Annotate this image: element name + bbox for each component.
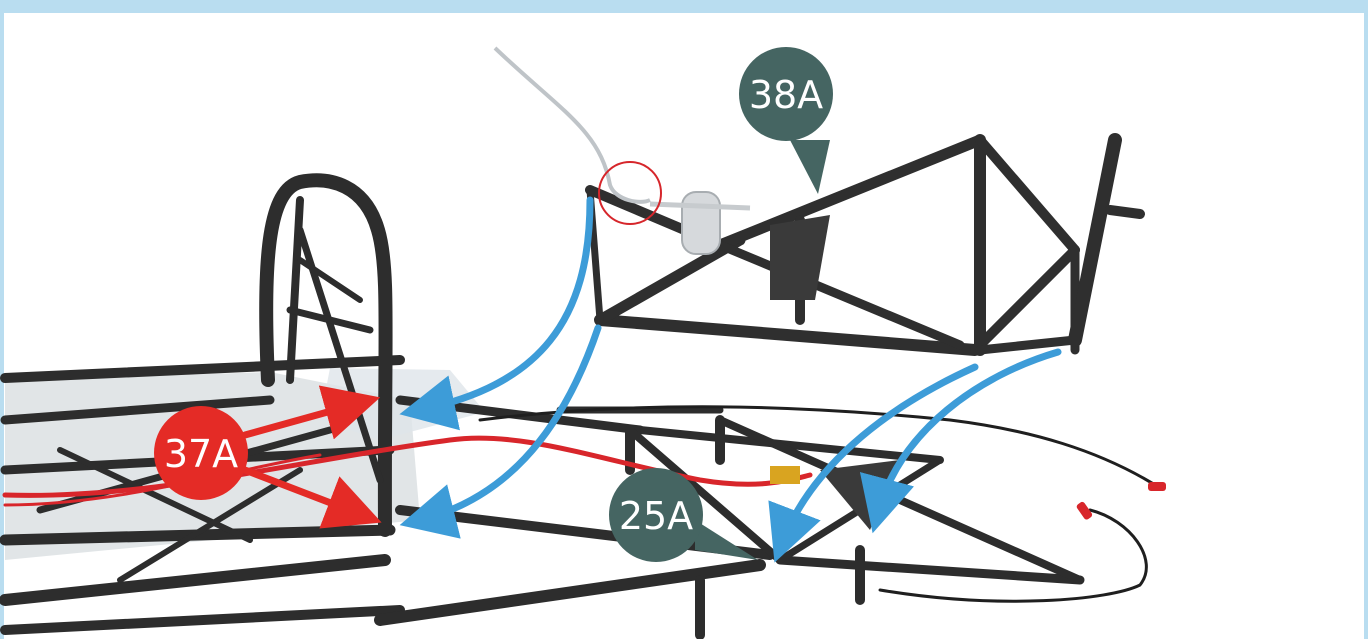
chassis-frame <box>5 180 1080 635</box>
callout-25a-pointer <box>695 520 758 560</box>
arrow-38a-to-rear-post <box>878 352 1058 513</box>
reservoir <box>682 192 720 254</box>
reservoir-bracket <box>650 204 750 208</box>
callout-37a: 37A <box>154 406 248 500</box>
callout-38a: 38A <box>739 47 833 194</box>
red-connector-icon <box>1148 482 1166 491</box>
brake-line <box>495 48 650 202</box>
callout-38a-label: 38A <box>749 73 823 117</box>
part-38a-subframe <box>590 140 1140 350</box>
callout-25a-label: 25A <box>619 494 693 538</box>
yellow-relay <box>770 466 800 484</box>
callout-37a-label: 37A <box>164 432 238 476</box>
callout-38a-pointer <box>790 140 830 194</box>
